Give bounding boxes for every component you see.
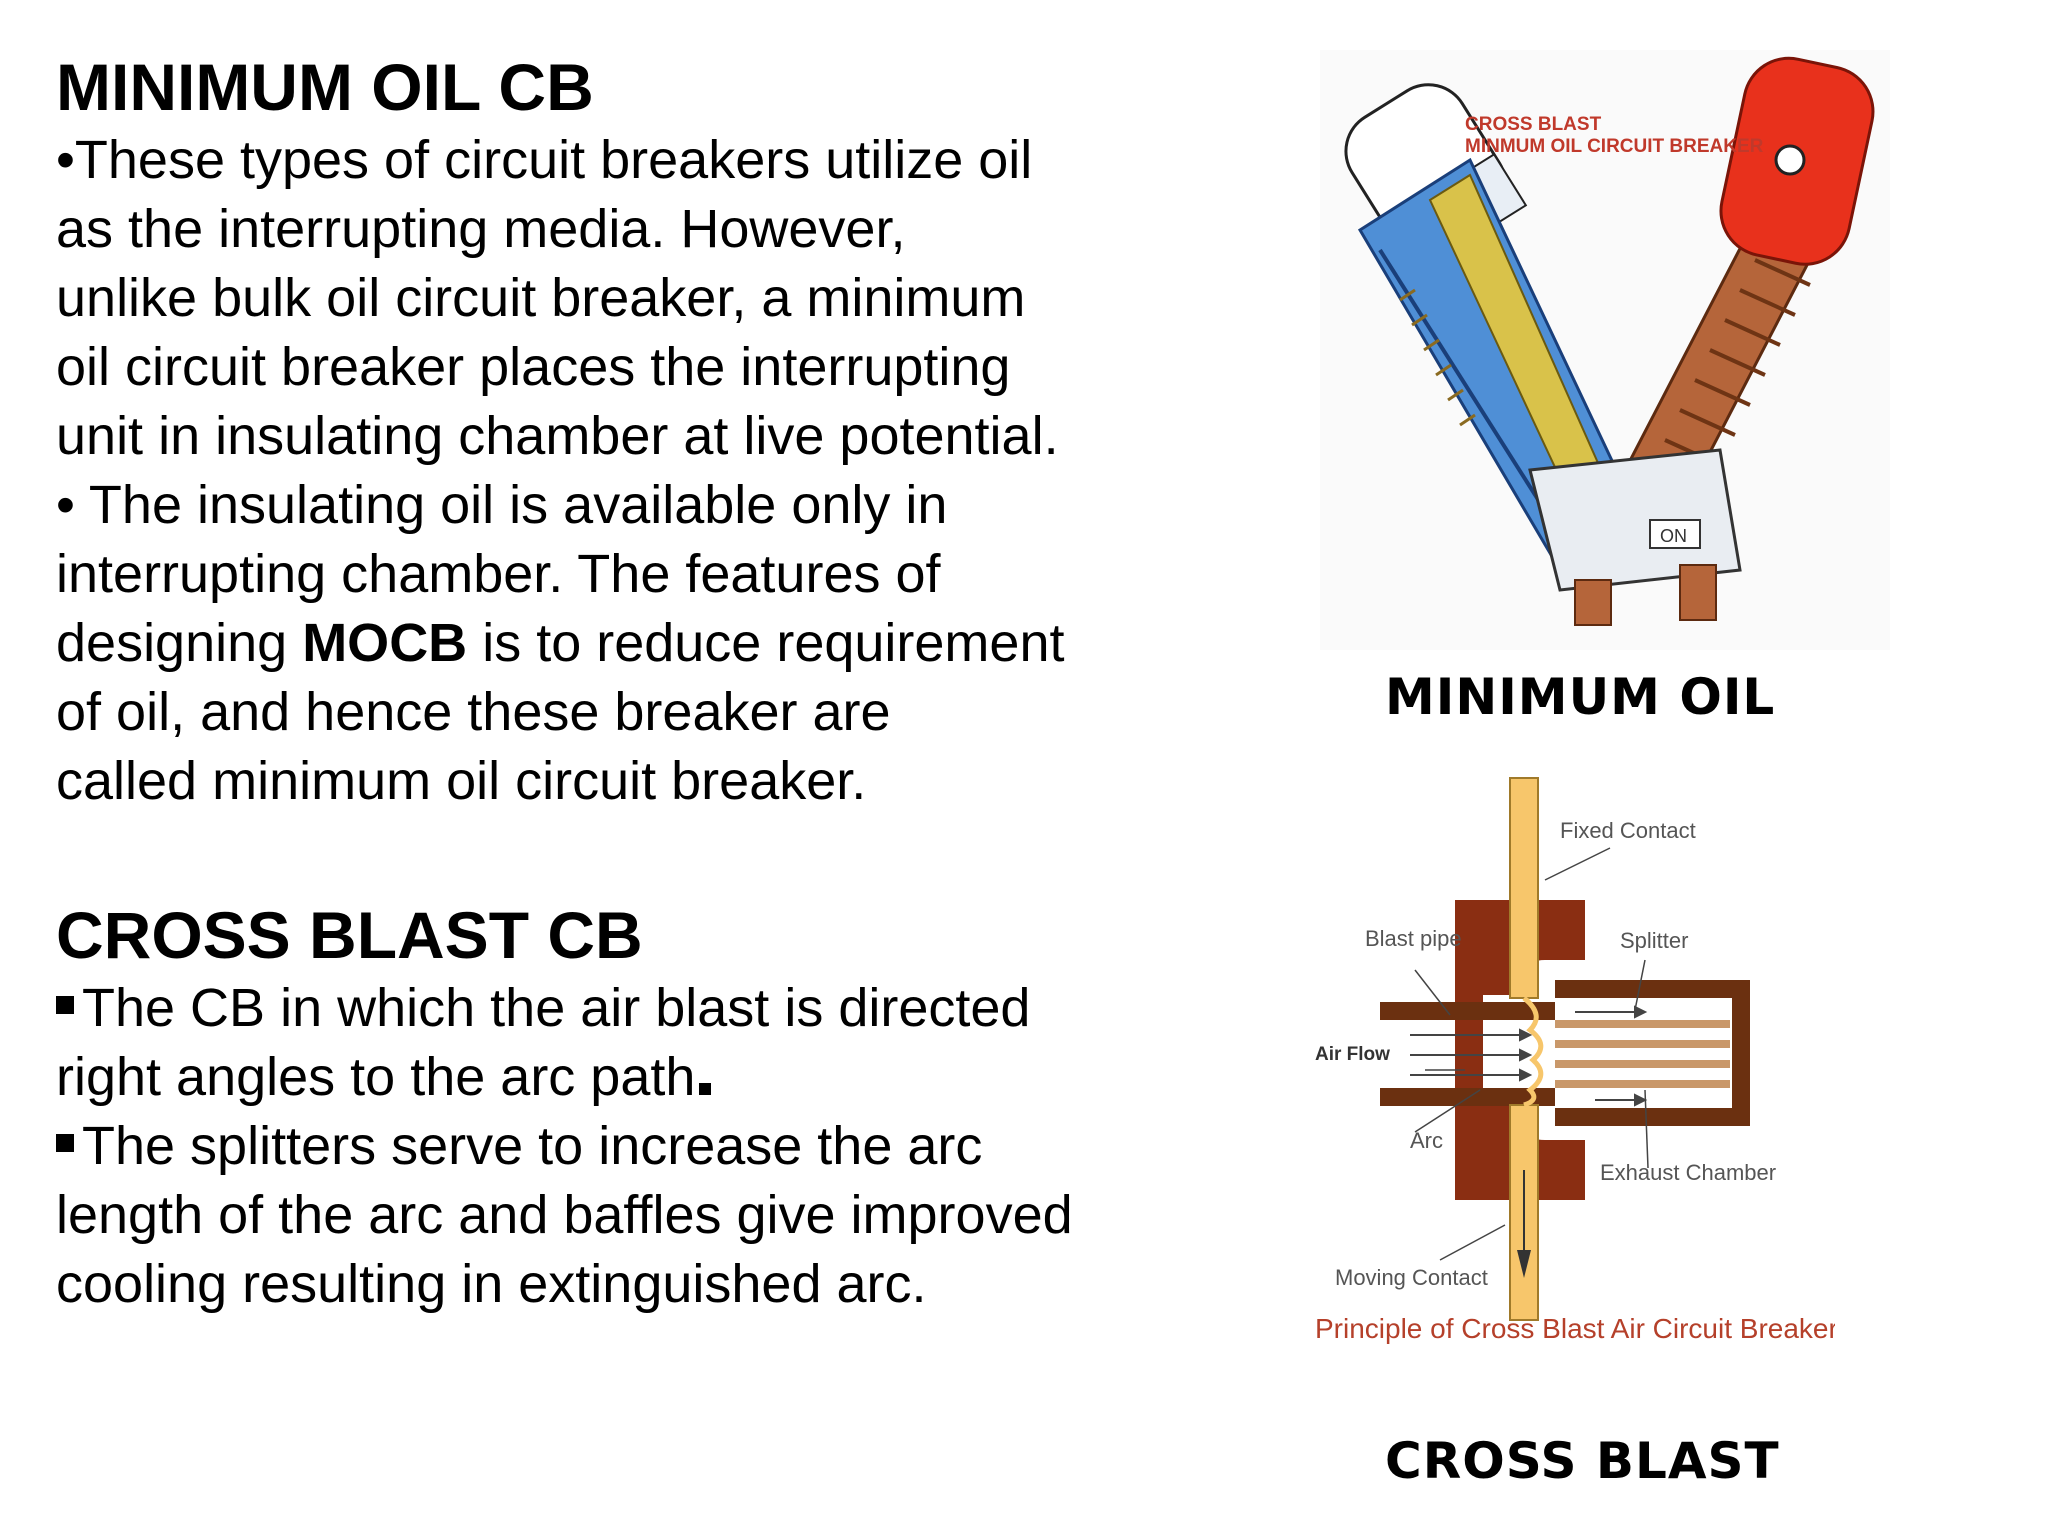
fixed-contact-label: Fixed Contact (1560, 818, 1696, 843)
mocb-acronym: MOCB (302, 613, 468, 673)
text-column: MINIMUM OIL CB •These types of circuit b… (56, 48, 1186, 1319)
cross-line-3: The splitters serve to increase the arc (56, 1112, 1186, 1181)
cross-line-2: right angles to the arc path (56, 1043, 1186, 1112)
cross-line-1: The CB in which the air blast is directe… (56, 974, 1186, 1043)
mocb-line-1: •These types of circuit breakers utilize… (56, 130, 1033, 190)
minimum-oil-caption: MINIMUM OIL (1385, 668, 1776, 726)
mocb-line-7: interrupting chamber. The features of (56, 544, 941, 604)
square-bullet-icon (56, 996, 74, 1014)
exhaust-chamber-label: Exhaust Chamber (1600, 1160, 1776, 1185)
mocb-line-9: of oil, and hence these breaker are (56, 682, 891, 742)
mocb-line-2: as the interrupting media. However, (56, 199, 906, 259)
mo-label-line-2: MINMUM OIL CIRCUIT BREAKER (1465, 136, 1764, 157)
square-bullet-icon (56, 1134, 74, 1152)
cross-blast-caption: CROSS BLAST (1385, 1432, 1780, 1490)
mocb-heading: MINIMUM OIL CB (56, 50, 594, 124)
minimum-oil-figure: ON CROSS BLAST MINMUM OIL CIRCUIT BREAKE… (1320, 50, 1890, 650)
mocb-line-8: designing MOCB is to reduce requirement (56, 609, 1186, 678)
cross-line-5: cooling resulting in extinguished arc. (56, 1254, 927, 1314)
cross-line-3-text: The splitters serve to increase the arc (82, 1116, 983, 1176)
mocb-line-8-pre: designing (56, 613, 303, 673)
blast-pipe-label: Blast pipe (1365, 926, 1462, 951)
cross-line-4: length of the arc and baffles give impro… (56, 1185, 1073, 1245)
cross-line-1-text: The CB in which the air blast is directe… (82, 978, 1031, 1038)
square-dot-icon (699, 1083, 712, 1095)
cross-blast-heading: CROSS BLAST CB (56, 898, 643, 972)
cross-line-2-text: right angles to the arc path (56, 1047, 696, 1107)
minimum-oil-breaker-illustration: ON CROSS BLAST MINMUM OIL CIRCUIT BREAKE… (1320, 50, 1890, 650)
cross-blast-diagram: Fixed Contact Blast pipe Splitter Air Fl… (1315, 777, 1838, 1344)
mocb-line-10: called minimum oil circuit breaker. (56, 751, 867, 811)
cross-blast-figure: Fixed Contact Blast pipe Splitter Air Fl… (1305, 770, 1838, 1370)
mocb-line-6: • The insulating oil is available only i… (56, 475, 948, 535)
mocb-line-8-post: is to reduce requirement (467, 613, 1065, 673)
on-tag: ON (1660, 526, 1687, 546)
mocb-line-5: unit in insulating chamber at live poten… (56, 406, 1059, 466)
diagram-title: Principle of Cross Blast Air Circuit Bre… (1315, 1313, 1835, 1344)
mocb-line-3: unlike bulk oil circuit breaker, a minim… (56, 268, 1026, 328)
air-flow-label: Air Flow (1315, 1044, 1390, 1065)
mocb-line-4: oil circuit breaker places the interrupt… (56, 337, 1011, 397)
mo-label-line-1: CROSS BLAST (1465, 114, 1602, 135)
arc-label: Arc (1410, 1128, 1443, 1153)
moving-contact-label: Moving Contact (1335, 1265, 1488, 1290)
splitter-label: Splitter (1620, 928, 1688, 953)
